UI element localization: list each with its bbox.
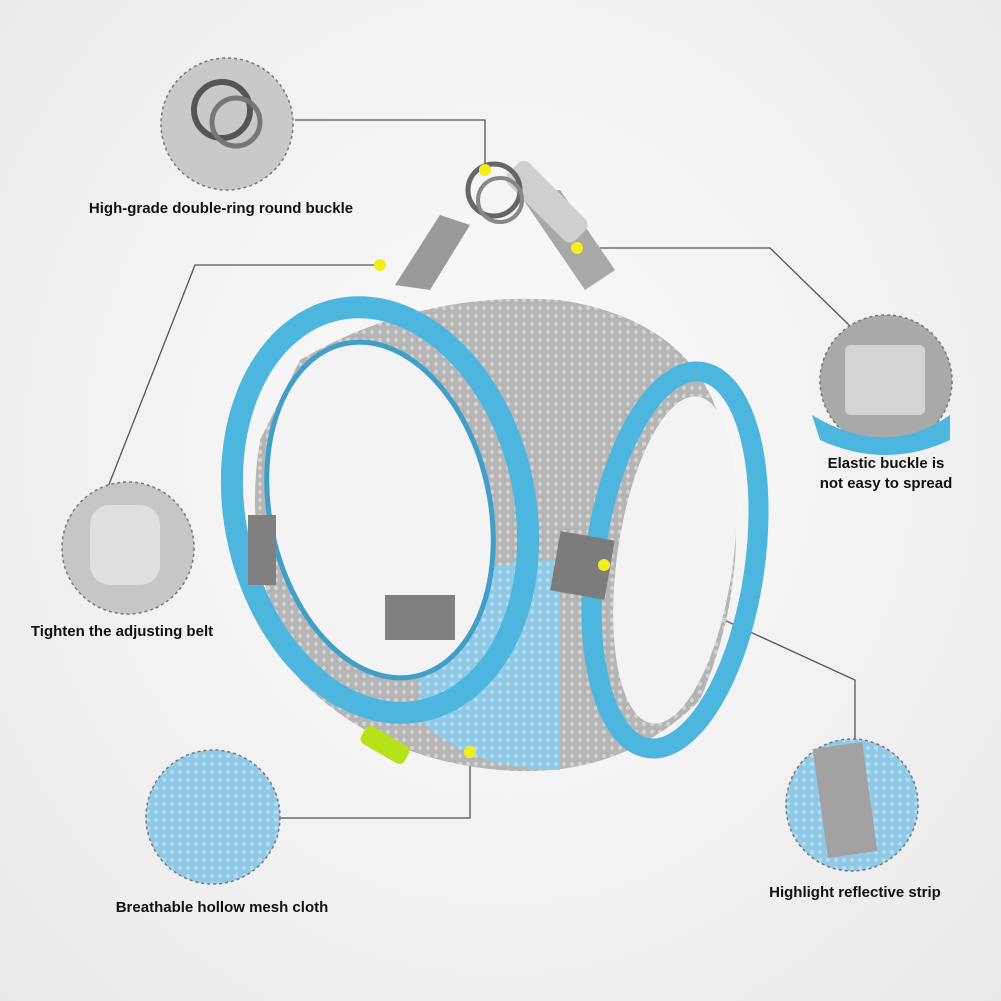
harness — [220, 160, 769, 772]
hotspot-dot — [479, 164, 491, 176]
label-adjusting-belt: Tighten the adjusting belt — [30, 623, 214, 640]
hotspot-dot — [374, 259, 386, 271]
hotspot-dot — [571, 242, 583, 254]
label-elastic-buckle-line2: not easy to spread — [819, 475, 953, 492]
detail-mesh-cloth — [145, 749, 281, 885]
label-reflective-strip: Highlight reflective strip — [769, 884, 941, 901]
line-mesh-cloth — [280, 752, 471, 819]
line-double-ring — [295, 119, 486, 170]
line-elastic-buckle — [577, 247, 851, 327]
line-adjusting-belt — [107, 264, 380, 488]
label-elastic-buckle-line1: Elastic buckle is — [827, 455, 945, 472]
hotspot-dots — [374, 164, 610, 758]
hotspot-dot — [598, 559, 610, 571]
label-mesh-cloth: Breathable hollow mesh cloth — [115, 899, 329, 916]
detail-contents — [90, 79, 950, 858]
detail-double-ring — [160, 57, 294, 191]
hotspot-dot — [464, 746, 476, 758]
label-double-ring: High-grade double-ring round buckle — [88, 200, 354, 217]
